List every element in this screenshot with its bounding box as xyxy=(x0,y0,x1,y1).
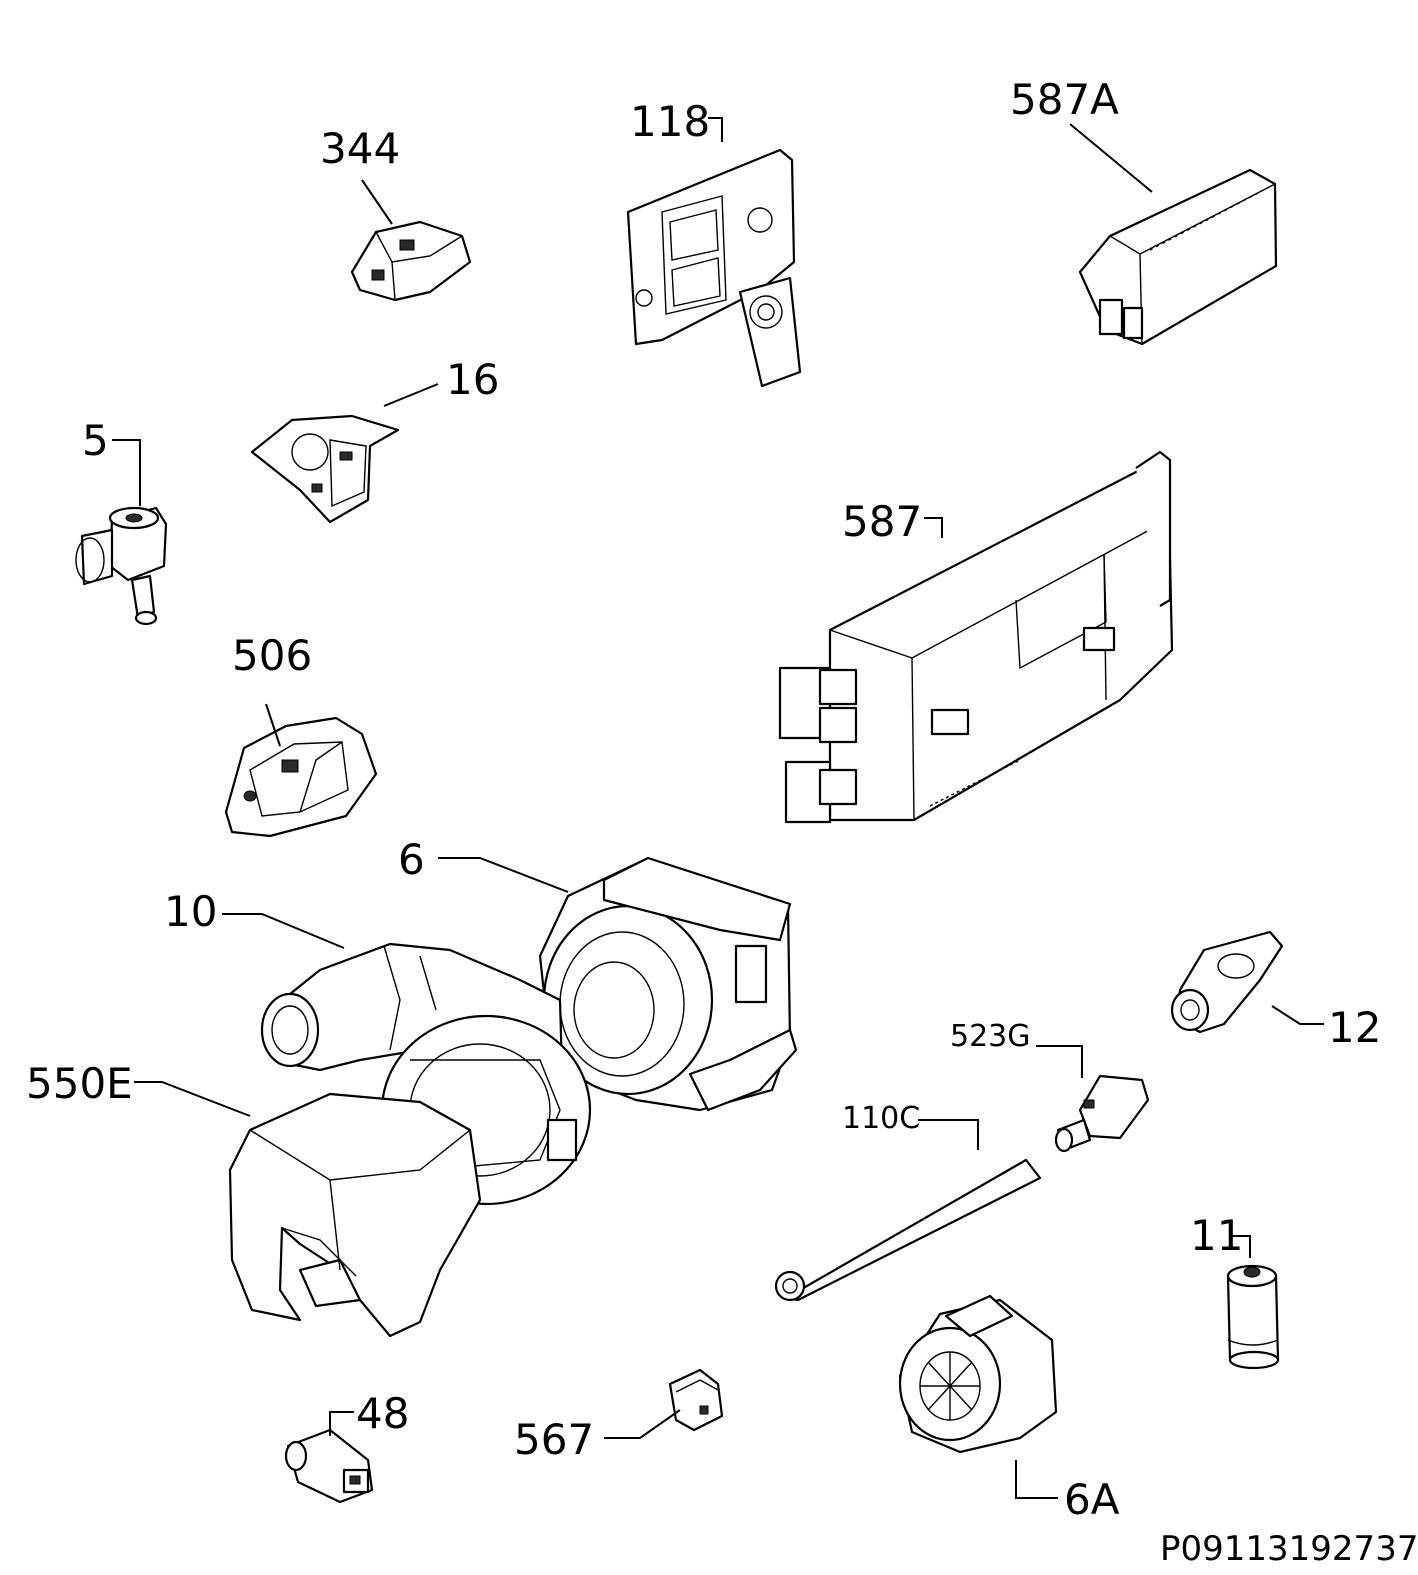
part-344-drawing xyxy=(350,220,472,302)
label-6: 6 xyxy=(398,835,425,884)
leader-11 xyxy=(1230,1235,1251,1258)
label-110C: 110C xyxy=(842,1101,920,1136)
leader-12 xyxy=(1271,1005,1324,1025)
leader-587A xyxy=(1069,123,1153,193)
part-523G-drawing xyxy=(1054,1074,1150,1153)
label-118: 118 xyxy=(630,97,710,146)
leader-48 xyxy=(329,1411,354,1436)
part-550E-drawing xyxy=(228,1092,482,1338)
part-6-drawing xyxy=(538,856,798,1112)
leader-16 xyxy=(383,383,439,407)
part-567-drawing xyxy=(668,1368,724,1432)
part-6A-drawing xyxy=(898,1294,1058,1454)
leader-6 xyxy=(438,857,569,893)
label-5: 5 xyxy=(82,416,109,465)
part-506-drawing xyxy=(224,716,378,838)
part-12-drawing xyxy=(1170,930,1284,1034)
part-48-drawing xyxy=(284,1428,374,1504)
leader-523G xyxy=(1036,1045,1083,1078)
label-587A: 587A xyxy=(1010,75,1119,124)
label-16: 16 xyxy=(446,355,499,404)
part-5-drawing xyxy=(75,506,168,626)
leader-10 xyxy=(222,913,345,949)
leader-6A xyxy=(1015,1460,1058,1499)
part-118-drawing xyxy=(626,148,802,388)
label-567: 567 xyxy=(514,1415,594,1464)
part-11-drawing xyxy=(1226,1264,1280,1370)
leader-5 xyxy=(112,439,141,506)
label-6A: 6A xyxy=(1064,1475,1120,1524)
label-48: 48 xyxy=(356,1389,409,1438)
part-587-drawing xyxy=(778,450,1174,824)
label-506: 506 xyxy=(232,631,312,680)
part-16-drawing xyxy=(250,414,400,524)
part-110C-drawing xyxy=(774,1158,1042,1302)
reference-code: P09113192737 xyxy=(1160,1529,1418,1569)
label-11: 11 xyxy=(1190,1211,1243,1260)
leader-587 xyxy=(924,517,943,538)
leader-506 xyxy=(265,703,281,747)
label-523G: 523G xyxy=(950,1019,1031,1054)
label-344: 344 xyxy=(320,124,400,173)
label-587: 587 xyxy=(842,497,922,546)
leader-118 xyxy=(708,117,723,142)
label-550E: 550E xyxy=(26,1059,133,1108)
part-587A-drawing xyxy=(1078,168,1278,346)
label-10: 10 xyxy=(164,887,217,936)
leader-550E xyxy=(134,1081,251,1117)
leader-110C xyxy=(918,1119,979,1150)
leader-567 xyxy=(604,1409,681,1439)
label-12: 12 xyxy=(1328,1003,1381,1052)
leader-344 xyxy=(361,179,393,225)
